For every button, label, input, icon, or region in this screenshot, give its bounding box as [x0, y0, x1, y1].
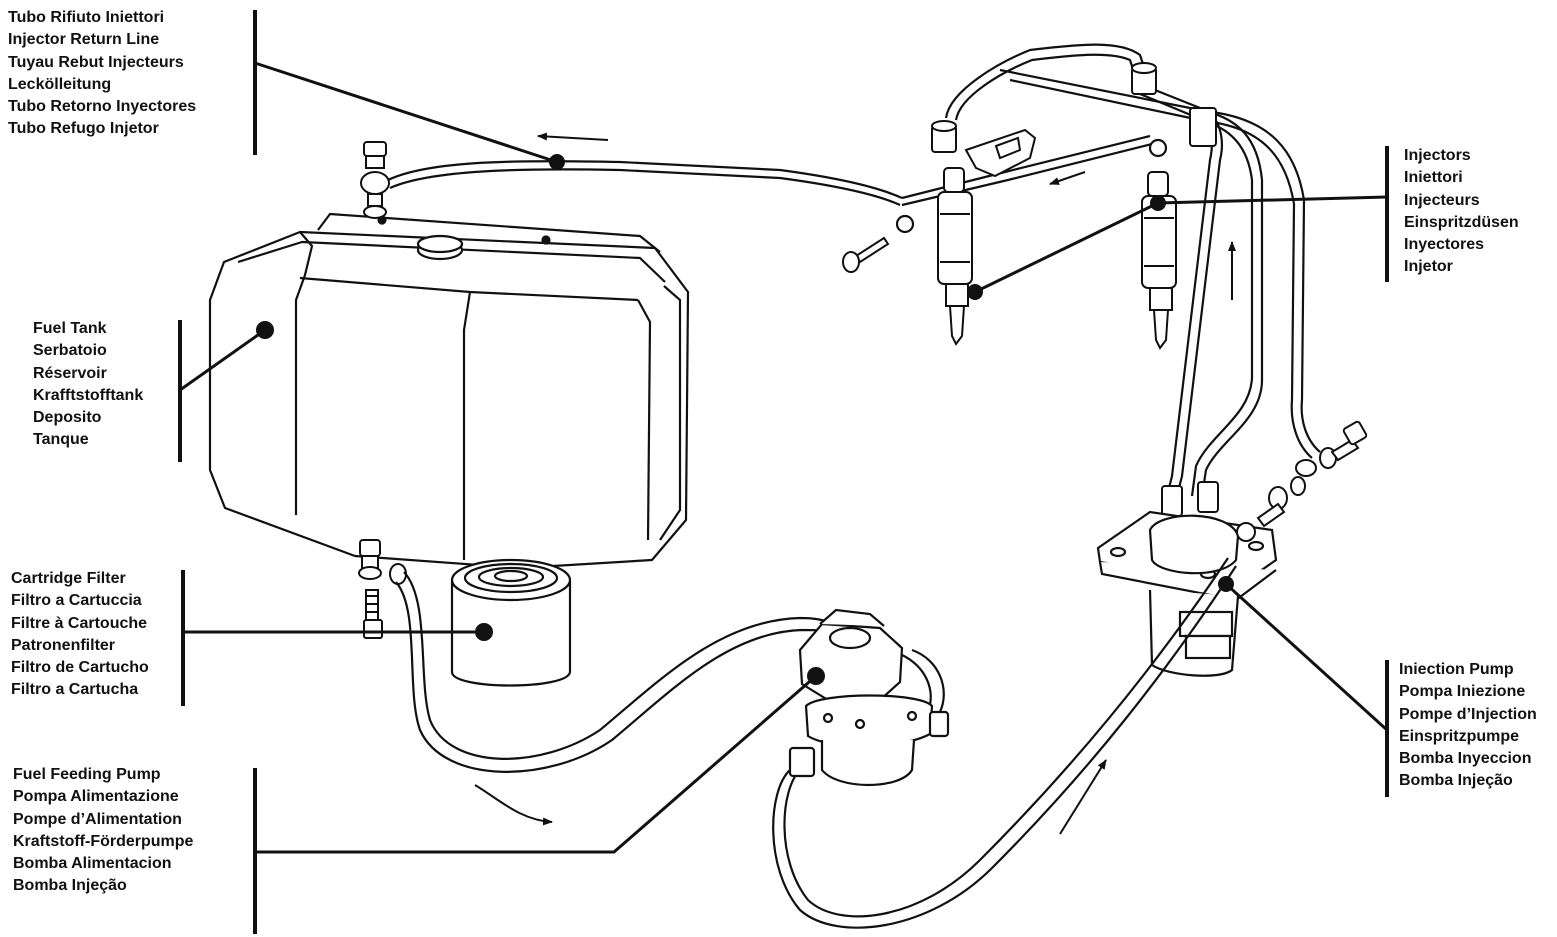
label-line: Deposito	[33, 409, 102, 427]
injector-bracket	[964, 128, 1037, 178]
tank-return-fitting	[360, 141, 390, 219]
label-line: Filtro de Cartucho	[11, 659, 149, 677]
loose-bolt	[842, 236, 890, 273]
label-line: Bomba Inyeccion	[1399, 750, 1532, 768]
line-nuts	[931, 62, 1219, 517]
label-cartridge-filter: Cartridge Filter Filtro a Cartuccia Filt…	[11, 568, 149, 702]
flow-arrows	[474, 132, 1236, 835]
label-line: Injectors	[1404, 147, 1471, 164]
cartridge-filter	[450, 558, 572, 687]
label-line: Filtre à Cartouche	[11, 614, 148, 632]
label-line: Iniettori	[1404, 169, 1463, 187]
label-line: Kraftstoff-Förderpumpe	[13, 832, 194, 850]
fuel-feed-pump	[788, 608, 950, 786]
injection-pump	[1096, 510, 1278, 677]
injector-right	[1141, 171, 1177, 350]
label-line: Inyectores	[1404, 236, 1485, 254]
label-line: Pompa Iniezione	[1399, 683, 1526, 701]
label-line: Bomba Alimentacion	[13, 855, 172, 873]
label-line: Einspritzdüsen	[1404, 213, 1519, 231]
label-line: Cartridge Filter	[11, 570, 126, 587]
label-line: Injecteurs	[1404, 191, 1480, 209]
label-line: Tuyau Rebut Injecteurs	[8, 53, 184, 71]
fuel-tank	[208, 212, 690, 570]
label-line: Réservoir	[33, 364, 107, 382]
label-line: Iniection Pump	[1399, 661, 1514, 678]
label-line: Tubo Rifiuto Iniettori	[8, 9, 165, 26]
injection-pump-fittings	[1236, 420, 1368, 542]
label-fuel-feeding-pump: Fuel Feeding Pump Pompa Alimentazione Po…	[13, 764, 193, 898]
label-line: Tubo Retorno Inyectores	[8, 98, 197, 116]
fuel-hoses	[395, 557, 1237, 929]
label-line: Fuel Tank	[33, 320, 107, 337]
label-line: Patronenfilter	[11, 636, 116, 654]
label-line: Filtro a Cartucha	[11, 681, 139, 699]
label-line: Pompe d’Alimentation	[13, 810, 182, 828]
leader-dots	[256, 154, 1234, 685]
injector-left	[937, 167, 973, 346]
label-line: Bomba Injeção	[13, 877, 127, 895]
label-injectors: Injectors Iniettori Injecteurs Einspritz…	[1404, 145, 1519, 279]
label-injection-pump: Iniection Pump Pompa Iniezione Pompe d’I…	[1399, 659, 1537, 793]
label-line: Filtro a Cartuccia	[11, 592, 142, 610]
label-line: Pompe d’Injection	[1399, 705, 1537, 723]
label-line: Injetor	[1404, 258, 1453, 276]
label-line: Pompa Alimentazione	[13, 788, 179, 806]
label-line: Einspritzpumpe	[1399, 727, 1520, 745]
injector-return-line	[387, 134, 1168, 234]
label-line: Serbatoio	[33, 342, 107, 360]
label-line: Leckölleitung	[8, 75, 112, 93]
label-fuel-tank: Fuel Tank Serbatoio Réservoir Krafftstof…	[33, 318, 143, 452]
label-line: Tanque	[33, 431, 89, 449]
label-line: Tubo Refugo Injetor	[8, 120, 159, 138]
label-injector-return-line: Tubo Rifiuto Iniettori Injector Return L…	[8, 7, 196, 141]
label-line: Injector Return Line	[8, 31, 160, 49]
label-line: Krafftstofftank	[33, 386, 144, 404]
label-line: Fuel Feeding Pump	[13, 766, 161, 783]
high-pressure-lines	[944, 43, 1321, 501]
label-line: Bomba Injeção	[1399, 772, 1513, 790]
